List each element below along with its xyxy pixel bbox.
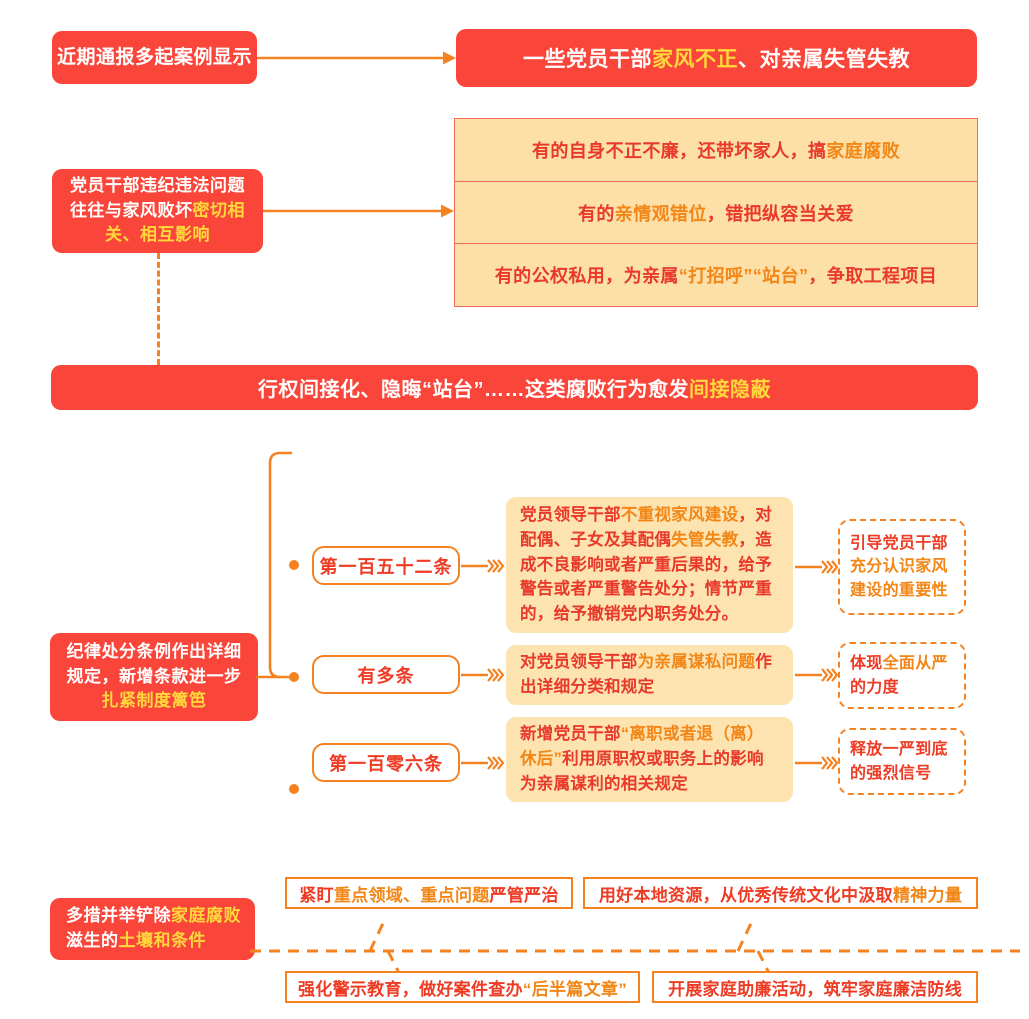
banner-highlight: 间接隐蔽 bbox=[689, 379, 771, 401]
outcome-text-1-part-2: 的力度 bbox=[850, 678, 899, 696]
chevron-arrow-icon bbox=[461, 756, 505, 770]
outcome-text-0-part-0: 引导党员干部 bbox=[850, 535, 948, 553]
content-text-2: 新增党员干部“离职或者退（离）休后”利用原职权或职务上的影响为亲属谋利的相关规定 bbox=[520, 722, 779, 796]
headline-pre: 一些党员干部 bbox=[523, 48, 652, 71]
table-row: 有的亲情观错位，错把纵容当关爱 bbox=[454, 182, 978, 244]
chevron-arrow-icon bbox=[795, 756, 839, 770]
section3-article-pill-2[interactable]: 第一百零六条 bbox=[312, 743, 460, 782]
outcome-text-1-part-0: 体现 bbox=[850, 655, 883, 673]
measure-text-0-part-0: 紧盯 bbox=[299, 885, 334, 905]
outcome-text-0: 引导党员干部充分认识家风建设的重要性 bbox=[850, 532, 954, 602]
measure-text-2-part-1: “后半篇文章” bbox=[522, 979, 627, 999]
measure-text-1-part-0: 用好本地资源，从优秀传统文化中汲取 bbox=[598, 885, 893, 905]
outcome-text-2: 释放一严到底的强烈信号 bbox=[850, 738, 954, 784]
section2-left-box: 党员干部违纪违法问题 往往与家风败坏密切相 关、相互影响 bbox=[52, 169, 263, 253]
measure-text-2-part-0: 强化警示教育，做好案件查办 bbox=[297, 979, 523, 999]
chevron-arrow-icon bbox=[461, 559, 505, 573]
chevron-arrow-icon bbox=[461, 668, 505, 682]
banner-pre: 行权间接化、隐晦“站台”……这类腐败行为愈发 bbox=[258, 379, 689, 401]
section3-content-1: 对党员领导干部为亲属谋私问题作出详细分类和规定 bbox=[506, 645, 793, 705]
section2-arrow bbox=[263, 204, 454, 218]
row0-highlight: 家庭腐败 bbox=[826, 141, 900, 161]
outcome-text-2-part-1: 的强烈信号 bbox=[850, 764, 932, 782]
section4-left-line1: 多措并举铲除家庭腐败 bbox=[66, 906, 241, 926]
section3-outcome-1: 体现全面从严的力度 bbox=[838, 642, 966, 709]
content-text-1-part-1: 为亲属谋私问题 bbox=[637, 653, 756, 672]
row2-post: ，争取工程项目 bbox=[808, 266, 938, 286]
row1-pre: 有的 bbox=[577, 203, 615, 224]
chevron-arrow-icon bbox=[795, 560, 839, 574]
section3-outcome-0: 引导党员干部充分认识家风建设的重要性 bbox=[838, 519, 966, 615]
content-text-0-part-3: 失管失教 bbox=[671, 530, 739, 549]
content-text-1-part-0: 对党员领导干部 bbox=[520, 653, 638, 672]
row2-pre: 有的公权私用，为亲属 bbox=[494, 266, 679, 286]
outcome-text-1-part-1: 全面从严 bbox=[882, 655, 948, 673]
content-text-0-part-0: 党员领导干部 bbox=[520, 506, 621, 525]
section4-measure-3: 开展家庭助廉活动，筑牢家庭廉洁防线 bbox=[652, 971, 978, 1003]
section2-left-line1: 党员干部违纪违法问题 bbox=[70, 176, 245, 196]
section4-measure-0: 紧盯重点领域、重点问题严管严治 bbox=[285, 877, 573, 909]
content-text-2-part-0: 新增党员干部 bbox=[520, 725, 621, 744]
section1-headline: 一些党员干部家风不正、对亲属失管失教 bbox=[523, 43, 910, 73]
row1-highlight: 亲情观错位 bbox=[614, 203, 707, 224]
section1-source-box: 近期通报多起案例显示 bbox=[52, 31, 257, 84]
content-text-0-part-1: 不重视家风建设 bbox=[620, 506, 739, 525]
content-text-0-part-2: ，对配偶、子女及其配偶 bbox=[520, 506, 773, 549]
section2-dashed-connector bbox=[157, 253, 160, 365]
section3-bracket-connector bbox=[256, 451, 299, 794]
section1-arrow bbox=[257, 51, 456, 65]
content-text-1: 对党员领导干部为亲属谋私问题作出详细分类和规定 bbox=[520, 650, 779, 700]
section3-article-pill-0[interactable]: 第一百五十二条 bbox=[312, 546, 460, 585]
measure-text-0-part-1: 重点领域、重点问题 bbox=[333, 885, 490, 905]
section2-banner-text: 行权间接化、隐晦“站台”……这类腐败行为愈发间接隐蔽 bbox=[258, 373, 771, 402]
section3-article-pill-1[interactable]: 有多条 bbox=[312, 655, 460, 694]
headline-highlight: 家风不正 bbox=[652, 48, 738, 71]
section3-left-line1: 纪律处分条例作出详细 bbox=[66, 642, 242, 662]
section2-left-line3: 关、相互影响 bbox=[105, 225, 210, 245]
measure-text-0-part-2: 严管严治 bbox=[489, 885, 559, 905]
headline-post: 、对亲属失管失教 bbox=[738, 48, 910, 71]
section3-outcome-2: 释放一严到底的强烈信号 bbox=[838, 728, 966, 795]
section4-left-box: 多措并举铲除家庭腐败 滋生的土壤和条件 bbox=[50, 898, 255, 960]
section3-left-line3: 扎紧制度篱笆 bbox=[101, 691, 207, 711]
content-text-0-part-4: ，造成不良影响或者严重后果的，给予警告或者严重警告处分；情节严重的，给予撤销党内… bbox=[520, 530, 773, 624]
section3-left-line2: 规定，新增条款进一步 bbox=[66, 666, 242, 686]
measure-text-3: 开展家庭助廉活动，筑牢家庭廉洁防线 bbox=[668, 975, 962, 1000]
section1-source-label: 近期通报多起案例显示 bbox=[56, 46, 252, 68]
row0-pre: 有的自身不正不廉，还带坏家人，搞 bbox=[531, 141, 827, 161]
row2-highlight: “打招呼”“站台” bbox=[678, 266, 809, 286]
section2-banner: 行权间接化、隐晦“站台”……这类腐败行为愈发间接隐蔽 bbox=[51, 365, 978, 410]
chevron-arrow-icon bbox=[795, 668, 839, 682]
section2-table: 有的自身不正不廉，还带坏家人，搞家庭腐败 有的亲情观错位，错把纵容当关爱 有的公… bbox=[454, 118, 978, 307]
section2-left-line2: 往往与家风败坏密切相 bbox=[70, 200, 245, 220]
measure-text-2: 强化警示教育，做好案件查办“后半篇文章” bbox=[298, 975, 627, 1000]
row1-post: ，错把纵容当关爱 bbox=[706, 203, 854, 224]
table-row: 有的公权私用，为亲属“打招呼”“站台”，争取工程项目 bbox=[454, 244, 978, 307]
section3-content-0: 党员领导干部不重视家风建设，对配偶、子女及其配偶失管失教，造成不良影响或者严重后… bbox=[506, 497, 793, 633]
section3-content-2: 新增党员干部“离职或者退（离）休后”利用原职权或职务上的影响为亲属谋利的相关规定 bbox=[506, 717, 793, 802]
article-label: 有多条 bbox=[357, 665, 415, 686]
outcome-text-2-part-0: 释放一严到底 bbox=[850, 741, 948, 759]
measure-text-3-part-0: 开展家庭助廉活动，筑牢家庭廉洁防线 bbox=[667, 979, 963, 999]
content-text-0: 党员领导干部不重视家风建设，对配偶、子女及其配偶失管失教，造成不良影响或者严重后… bbox=[520, 503, 779, 627]
measure-text-1-part-1: 精神力量 bbox=[892, 885, 963, 905]
article-label: 第一百五十二条 bbox=[319, 556, 453, 577]
measure-text-1: 用好本地资源，从优秀传统文化中汲取精神力量 bbox=[599, 881, 962, 906]
outcome-text-0-part-1: 充分认识家风建设的重要性 bbox=[850, 558, 948, 599]
section1-headline-banner: 一些党员干部家风不正、对亲属失管失教 bbox=[456, 29, 977, 87]
measure-text-0: 紧盯重点领域、重点问题严管严治 bbox=[299, 881, 559, 906]
section4-measure-2: 强化警示教育，做好案件查办“后半篇文章” bbox=[285, 971, 640, 1003]
section3-left-box: 纪律处分条例作出详细 规定，新增条款进一步 扎紧制度篱笆 bbox=[50, 633, 258, 721]
section4-measure-1: 用好本地资源，从优秀传统文化中汲取精神力量 bbox=[583, 877, 978, 909]
content-text-2-part-2: 利用原职权或职务上的影响为亲属谋利的相关规定 bbox=[520, 750, 764, 793]
content-text-2-part-1: “离职或者退（离）休后” bbox=[520, 725, 764, 769]
outcome-text-1: 体现全面从严的力度 bbox=[850, 652, 954, 698]
table-row: 有的自身不正不廉，还带坏家人，搞家庭腐败 bbox=[454, 118, 978, 182]
content-text-1-part-2: 作出详细分类和规定 bbox=[520, 653, 773, 696]
section4-left-line2: 滋生的土壤和条件 bbox=[66, 931, 206, 950]
article-label: 第一百零六条 bbox=[329, 753, 443, 774]
